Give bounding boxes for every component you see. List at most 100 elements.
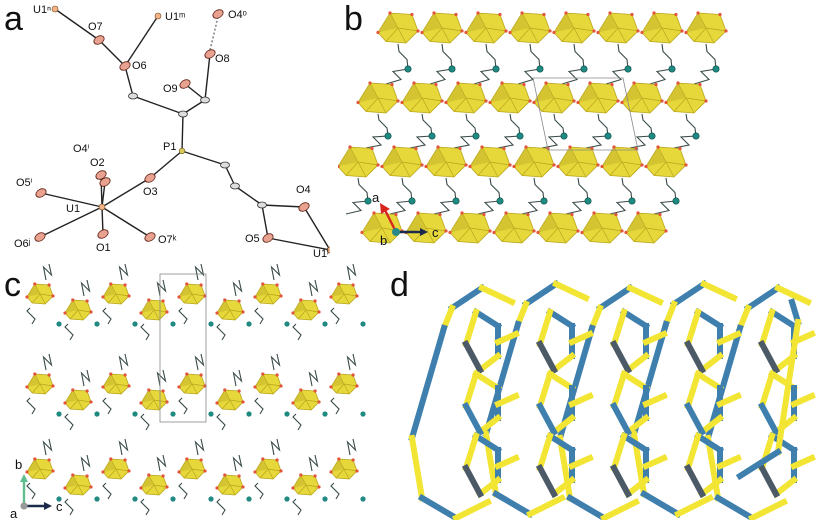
atom-label-15: O1 xyxy=(96,242,111,254)
polyhedron-b-2-7-o0 xyxy=(644,164,648,169)
net-edge-9 xyxy=(514,300,530,328)
bond-15 xyxy=(261,204,269,239)
polyhedron-c-0-4-shade xyxy=(179,284,192,297)
polyhedron-b-0-0 xyxy=(376,11,420,44)
polyhedron-c-2-1 xyxy=(63,473,93,496)
carbon-atom-Cx6 xyxy=(257,201,267,209)
polyhedron-b-1-0-o2 xyxy=(390,82,394,87)
polyhedron-b-0-2 xyxy=(464,11,508,44)
polyhedron-c-0-5-o1 xyxy=(223,298,227,302)
linker-b-1-6-a xyxy=(641,113,653,137)
net-edge-100 xyxy=(716,392,742,408)
polyhedron-b-2-6-o0 xyxy=(600,164,604,169)
polyhedron-b-2-3-o2 xyxy=(502,146,506,151)
polyhedron-b-1-5-o3 xyxy=(616,99,620,103)
bond-3 xyxy=(124,65,134,97)
polyhedron-b-1-4-o3 xyxy=(572,99,576,103)
polyhedron-b-1-1-o0 xyxy=(400,100,404,105)
net-edge-94 xyxy=(716,330,742,346)
linker-b-0-2-a xyxy=(485,43,497,70)
uranium-atom-U1l xyxy=(326,246,330,254)
net-edge-29 xyxy=(774,284,812,306)
polyhedron-b-3-3-o0 xyxy=(448,230,452,235)
polyhedron-c-2-8-o1 xyxy=(337,457,341,461)
phosphorus-b-2-7 xyxy=(672,197,680,205)
polyhedron-b-0-4-o3 xyxy=(592,29,596,33)
net-edge-71 xyxy=(619,307,651,331)
polyhedron-b-3-3-shade xyxy=(450,213,470,233)
polyhedron-b-0-4-o0 xyxy=(552,30,556,35)
net-edge-41 xyxy=(471,369,503,393)
linker-c-2-6-b xyxy=(270,438,281,456)
polyhedron-b-1-1-o2 xyxy=(434,82,438,87)
bond-11 xyxy=(181,150,226,166)
polyhedron-b-1-5-o2 xyxy=(610,82,614,87)
polyhedron-c-0-4 xyxy=(177,282,207,305)
net-edge-34 xyxy=(747,497,789,520)
polyhedron-b-1-3-o3 xyxy=(528,99,532,103)
polyhedron-c-2-6-shade xyxy=(255,459,268,472)
bond-2 xyxy=(124,15,159,67)
net-edge-111 xyxy=(757,339,781,375)
polyhedron-b-0-0-o0 xyxy=(376,30,380,35)
polyhedron-b-2-0-o2 xyxy=(370,146,374,151)
polyhedron-c-2-5-o2 xyxy=(237,474,241,478)
polyhedron-c-1-8-o2 xyxy=(351,373,355,377)
polyhedron-c-2-2-o3 xyxy=(127,469,131,473)
net-edge-119 xyxy=(767,431,799,455)
polyhedron-b-3-7-o1 xyxy=(636,211,640,215)
carbon-atom-Cx5 xyxy=(230,182,240,190)
net-edge-101 xyxy=(693,431,725,455)
net-edge-82 xyxy=(642,392,668,408)
linker-b-2-6-a xyxy=(621,177,633,202)
net-edge-104 xyxy=(684,432,702,472)
polyhedron-c-1-2-o1 xyxy=(109,372,113,376)
net-edge-53 xyxy=(545,307,577,331)
linker-c-2-2-a xyxy=(102,482,112,500)
polyhedron-c-2-8 xyxy=(329,457,359,480)
atom-label-1: O7 xyxy=(88,21,103,33)
topology-net xyxy=(408,279,816,520)
linker-c-0-6-a xyxy=(254,307,264,325)
phosphorus-c-1-8 xyxy=(360,411,366,417)
net-edge-26 xyxy=(639,489,683,519)
linker-c-1-8-a xyxy=(330,397,340,415)
linker-b-2-1-b xyxy=(389,200,413,215)
polyhedron-c-1-7 xyxy=(291,388,321,411)
polyhedron-b-0-7-o2 xyxy=(718,12,722,17)
net-edge-47 xyxy=(471,431,503,455)
polyhedron-b-2-4-o1 xyxy=(524,145,528,149)
polyhedron-b-3-2-shade xyxy=(406,213,426,233)
polyhedron-b-1-2-shade xyxy=(446,83,466,103)
linker-c-0-1-b xyxy=(80,279,91,297)
polyhedron-c-0-4-o1 xyxy=(185,282,189,286)
polyhedron-b-0-0-o2 xyxy=(410,12,414,17)
polyhedron-b-2-0-o0 xyxy=(338,164,340,169)
polyhedron-c-1-1-o0 xyxy=(63,401,67,405)
net-edge-24 xyxy=(630,320,670,438)
polyhedron-b-1-7-o2 xyxy=(698,82,702,87)
polyhedron-c-2-1-o3 xyxy=(89,485,93,489)
linker-c-2-3-a xyxy=(140,498,150,516)
linker-b-2-0-b xyxy=(345,200,369,215)
polyhedron-c-0-3 xyxy=(139,298,169,321)
polyhedron-c-0-1 xyxy=(63,298,93,321)
polyhedron-c-2-5-shade xyxy=(217,475,230,488)
phosphorus-c-0-1 xyxy=(94,321,100,327)
phosphorus-b-2-4 xyxy=(540,197,548,205)
oxygen-atom-O5 xyxy=(262,233,274,243)
polyhedron-c-2-0-o1 xyxy=(33,457,37,461)
polyhedron-c-0-3-shade xyxy=(141,300,154,313)
polyhedron-c-1-3-o1 xyxy=(147,388,151,392)
polyhedron-c-2-2-o1 xyxy=(109,457,113,461)
linker-c-1-1-b xyxy=(80,369,91,387)
bond-23 xyxy=(101,206,151,238)
linker-b-1-1-b xyxy=(409,135,433,149)
polyhedron-c-2-1-o2 xyxy=(85,474,89,478)
linker-c-2-5-b xyxy=(232,454,243,472)
polyhedron-b-3-5 xyxy=(536,211,580,244)
polyhedron-c-1-6-o2 xyxy=(275,373,279,377)
linker-c-2-8-b xyxy=(346,438,357,456)
polyhedron-b-1-4-shade xyxy=(534,83,554,103)
